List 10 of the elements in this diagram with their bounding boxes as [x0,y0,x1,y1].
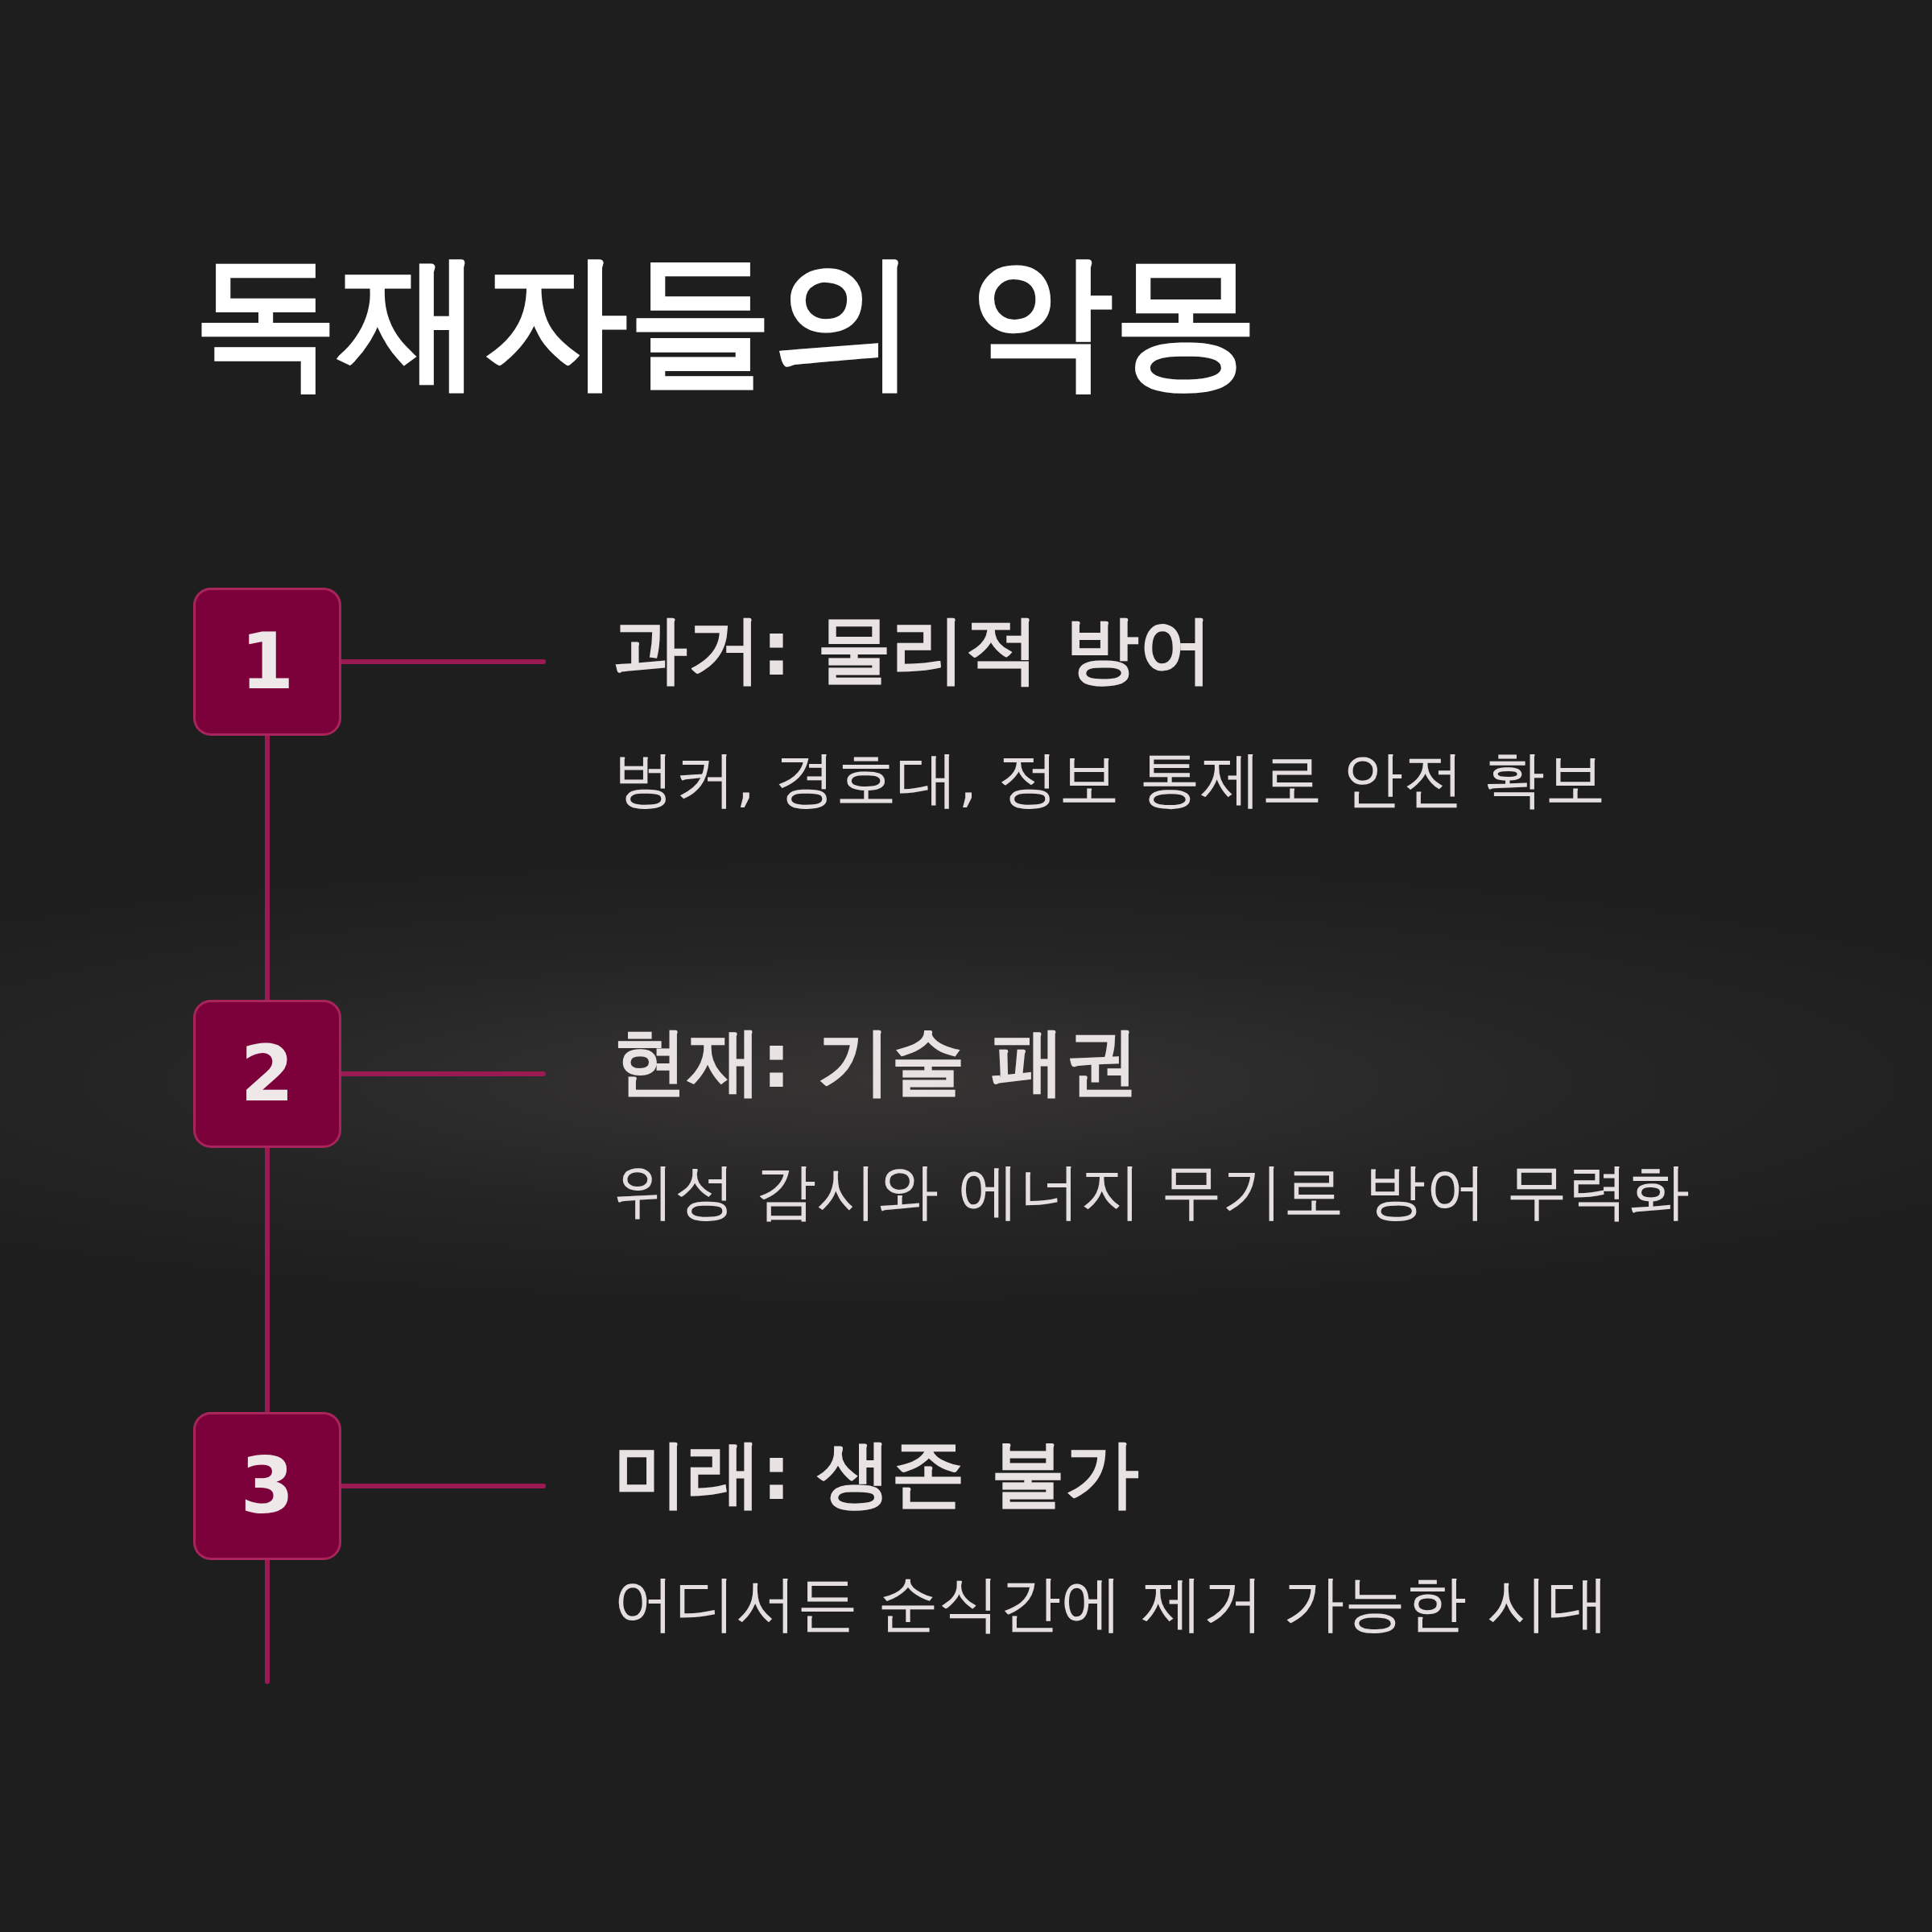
step-description: 벙커, 경호대, 정보 통제로 안전 확보 [613,742,1608,816]
step-number-box: 3 [193,1412,341,1560]
step-heading: 과거: 물리적 방어 [613,605,1214,694]
step-heading: 현재: 기술 패권 [613,1018,1140,1106]
step-heading: 미래: 생존 불가 [613,1430,1140,1518]
step-description: 위성 감시와 에너지 무기로 방어 무력화 [613,1154,1690,1228]
step-number-box: 2 [193,1000,341,1148]
title: 독재자들의 악몽 [193,235,1258,406]
step-description: 어디서든 순식간에 제거 가능한 시대 [613,1567,1610,1641]
step-number-box: 1 [193,588,341,736]
